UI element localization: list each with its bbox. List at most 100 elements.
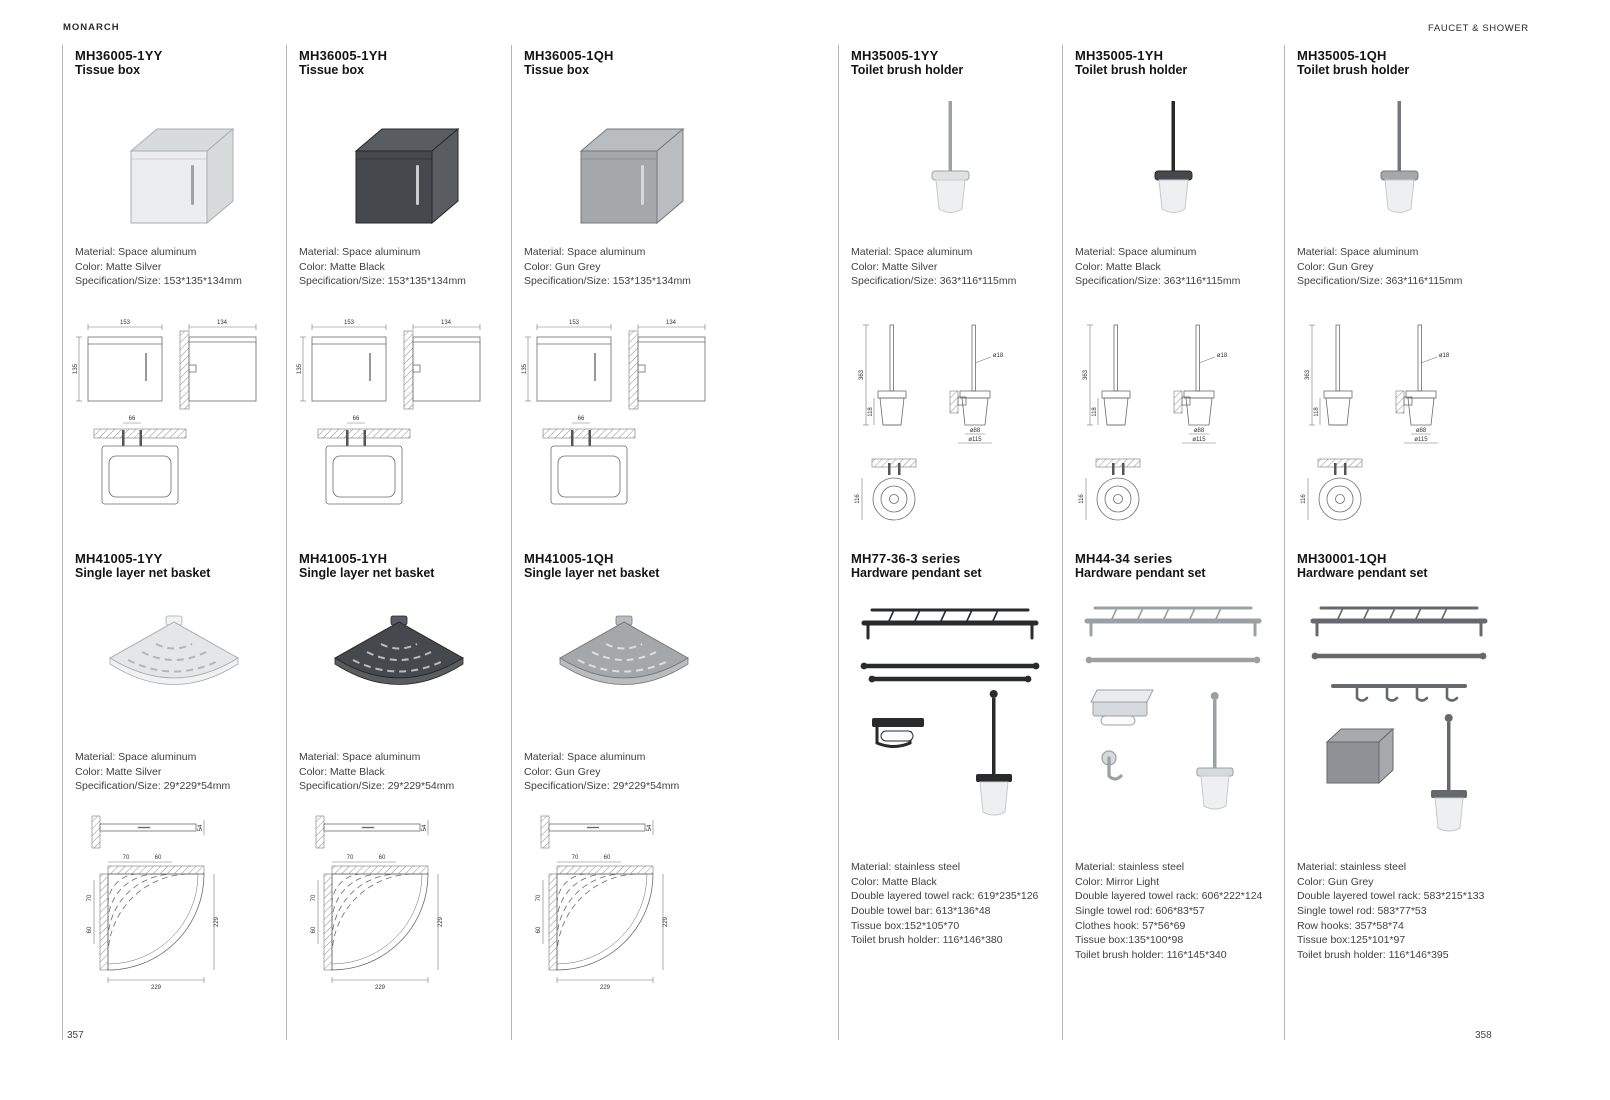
svg-text:60: 60: [379, 855, 386, 861]
product-code: MH41005-1QH: [524, 551, 614, 566]
product-cell: MH35005-1YY Toilet brush holder Material…: [838, 45, 1062, 545]
pendant-set-image: [1062, 590, 1284, 852]
spec-line: Specification/Size: 363*116*115mm: [1075, 275, 1241, 288]
svg-text:153: 153: [344, 320, 355, 326]
svg-text:70: 70: [572, 855, 579, 861]
spec-line: Double layered towel rack: 583*215*133: [1297, 890, 1485, 903]
spec-line: Toilet brush holder: 116*145*340: [1075, 949, 1227, 962]
product-cell: MH41005-1YH Single layer net basket Mate…: [286, 548, 511, 1040]
svg-text:363: 363: [859, 369, 865, 380]
product-code: MH44-34 series: [1075, 551, 1173, 566]
spec-line: Tissue box:135*100*98: [1075, 934, 1184, 947]
pendant-set-image: [838, 590, 1062, 852]
svg-text:118: 118: [1314, 407, 1320, 417]
spec-line: Material: Space aluminum: [75, 246, 197, 258]
svg-text:66: 66: [353, 416, 360, 422]
svg-text:135: 135: [522, 363, 528, 374]
spec-line: Material: Space aluminum: [524, 751, 646, 763]
product-cell: MH41005-1YY Single layer net basket Mate…: [62, 548, 286, 1040]
technical-drawing: 363 118 ø18 ø88 ø115: [844, 313, 1044, 543]
product-name: Single layer net basket: [524, 566, 660, 581]
product-code: MH35005-1QH: [1297, 48, 1387, 63]
svg-text:60: 60: [155, 855, 162, 861]
spec-line: Specification/Size: 363*116*115mm: [851, 275, 1017, 288]
product-name: Tissue box: [75, 63, 141, 78]
product-cell: MH77-36-3 series Hardware pendant set: [838, 548, 1062, 1040]
spec-line: Clothes hook: 57*56*69: [1075, 919, 1186, 932]
product-code: MH77-36-3 series: [851, 551, 961, 566]
product-name: Tissue box: [524, 63, 590, 78]
spec-line: Material: Space aluminum: [524, 246, 646, 258]
product-code: MH41005-1YH: [299, 551, 388, 566]
svg-text:ø115: ø115: [968, 437, 982, 443]
svg-text:116: 116: [1301, 494, 1307, 504]
svg-text:153: 153: [120, 320, 131, 326]
product-name: Hardware pendant set: [851, 566, 982, 581]
svg-text:54: 54: [198, 824, 204, 831]
column-divider: [286, 45, 287, 1040]
spec-line: Specification/Size: 29*229*54mm: [75, 780, 231, 793]
svg-text:118: 118: [1092, 407, 1098, 417]
svg-text:60: 60: [87, 926, 93, 933]
toilet-brush-image: [1284, 95, 1514, 235]
spec-line: Color: Matte Black: [851, 875, 937, 888]
product-cell: MH36005-1QH Tissue box Material: Space a…: [511, 45, 736, 545]
svg-text:60: 60: [536, 926, 542, 933]
technical-drawing: 153 135 134 66: [517, 313, 727, 543]
svg-text:ø88: ø88: [970, 428, 981, 434]
technical-drawing: 363 118 ø18 ø88 ø115: [1290, 313, 1490, 543]
product-code: MH35005-1YY: [851, 48, 939, 63]
column-divider: [838, 45, 839, 1040]
product-cell: MH35005-1QH Toilet brush holder Material…: [1284, 45, 1514, 545]
spec-line: Material: Space aluminum: [75, 751, 197, 763]
svg-text:70: 70: [87, 894, 93, 901]
spec-line: Material: Space aluminum: [851, 246, 973, 258]
spec-line: Material: stainless steel: [1297, 861, 1407, 873]
product-cell: MH36005-1YY Tissue box Material: Space a…: [62, 45, 286, 545]
technical-drawing: 54 70 60 70 60 229 229: [517, 810, 717, 1035]
spec-line: Specification/Size: 153*135*134mm: [524, 275, 691, 288]
svg-text:ø88: ø88: [1194, 428, 1205, 434]
svg-text:116: 116: [1079, 494, 1085, 504]
svg-text:60: 60: [311, 926, 317, 933]
spec-line: Double layered towel rack: 619*235*126: [851, 890, 1039, 903]
spec-line: Color: Gun Grey: [524, 260, 601, 273]
svg-text:134: 134: [217, 320, 228, 326]
svg-text:134: 134: [441, 320, 452, 326]
spec-line: Material: Space aluminum: [299, 751, 421, 763]
product-cell: MH35005-1YH Toilet brush holder Material…: [1062, 45, 1284, 545]
product-cell: MH44-34 series Hardware pendant set: [1062, 548, 1284, 1040]
svg-text:229: 229: [663, 916, 669, 927]
svg-text:ø18: ø18: [1217, 353, 1228, 359]
svg-text:66: 66: [129, 416, 136, 422]
product-name: Single layer net basket: [75, 566, 211, 581]
spec-line: Toilet brush holder: 116*146*395: [1297, 949, 1449, 962]
spec-line: Material: Space aluminum: [299, 246, 421, 258]
svg-text:70: 70: [347, 855, 354, 861]
product-cell: MH36005-1YH Tissue box Material: Space a…: [286, 45, 511, 545]
spec-line: Color: Matte Silver: [851, 260, 938, 273]
page-number-right: 358: [1475, 1030, 1492, 1041]
technical-drawing: 153 135 134 66: [292, 313, 502, 543]
product-code: MH35005-1YH: [1075, 48, 1164, 63]
spec-line: Color: Matte Silver: [75, 765, 162, 778]
column-divider: [1062, 45, 1063, 1040]
spec-line: Color: Matte Black: [1075, 260, 1161, 273]
svg-text:ø115: ø115: [1192, 437, 1206, 443]
product-name: Toilet brush holder: [851, 63, 964, 78]
product-name: Tissue box: [299, 63, 365, 78]
net-basket-image: [286, 606, 511, 711]
pendant-set-image: [1284, 590, 1514, 852]
column-divider: [511, 45, 512, 1040]
page-number-left: 357: [67, 1030, 84, 1041]
svg-text:54: 54: [647, 824, 653, 831]
spec-line: Double towel bar: 613*136*48: [851, 905, 991, 918]
